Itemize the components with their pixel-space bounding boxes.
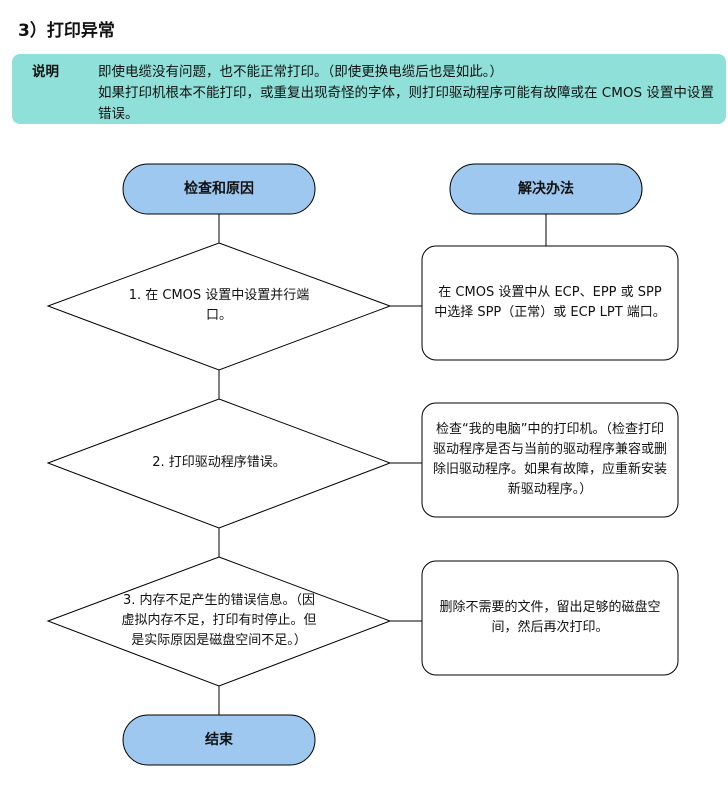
cause-text-2: 2. 打印驱动程序错误。 <box>152 455 286 470</box>
decision-diamond-1 <box>46 242 392 371</box>
solution-box-2 <box>421 402 679 518</box>
note-line-2: 如果打印机根本不能打印，或重复出现奇怪的字体，则打印驱动程序可能有故障或在 CM… <box>98 85 714 122</box>
header-check-cause: 检查和原因 <box>184 181 254 197</box>
cause-text-1: 1. 在 CMOS 设置中设置并行端口。 <box>128 288 310 323</box>
section-title: 3）打印异常 <box>18 21 115 41</box>
terminal-check-cause <box>122 163 316 215</box>
decision-diamond-2 <box>46 398 392 529</box>
note-line-1: 即使电缆没有问题，也不能正常打印。（即使更换电缆后也是如此。） <box>98 64 503 80</box>
header-solution: 解决办法 <box>518 181 574 197</box>
solution-text-2: 检查“我的电脑”中的打印机。（检查打印驱动程序是否与当前的驱动程序兼容或删除旧驱… <box>432 422 667 497</box>
note-label: 说明 <box>32 64 59 80</box>
note-box: 说明 即使电缆没有问题，也不能正常打印。（即使更换电缆后也是如此。） 如果打印机… <box>12 54 726 124</box>
solution-text-3: 删除不需要的文件，留出足够的磁盘空间，然后再次打印。 <box>439 600 661 635</box>
cause-text-3: 3. 内存不足产生的错误信息。（因虚拟内存不足，打印有时停止。但是实际原因是磁盘… <box>121 593 317 648</box>
solution-box-3 <box>421 560 679 676</box>
terminal-solution <box>449 163 643 215</box>
end-label: 结束 <box>205 732 233 748</box>
solution-text-1: 在 CMOS 设置中从 ECP、EPP 或 SPP 中选择 SPP（正常）或 E… <box>434 285 666 320</box>
terminal-end <box>122 714 316 766</box>
solution-box-1 <box>421 245 679 361</box>
decision-diamond-3 <box>46 556 392 687</box>
